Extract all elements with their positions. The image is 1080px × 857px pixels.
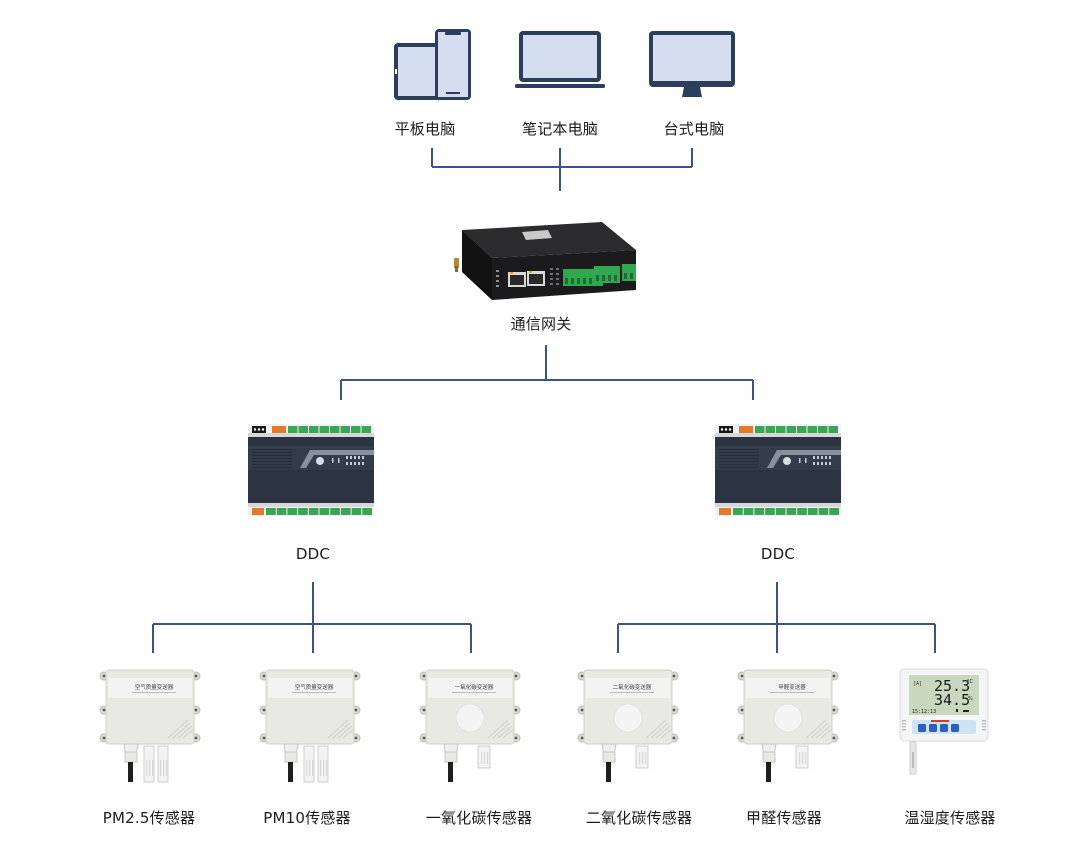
sensor-pm10-device: 空气质量变送器	[258, 668, 362, 784]
client-label-tablet: 平板电脑	[394, 120, 456, 138]
sensor-transmitter-image: 空气质量变送器	[99, 669, 201, 783]
th-temperature: 25.3	[934, 677, 970, 695]
sensor-hcho-device: 甲醛变送器	[736, 668, 840, 784]
sensor-co2-device: 二氧化碳变送器	[576, 668, 680, 784]
sensor-faceplate-text: 二氧化碳变送器	[613, 683, 652, 691]
thermo-hygrometer-image: [A] 25.3 °C 34.5 % 15:12:13	[899, 668, 989, 775]
th-time: 15:12:13	[912, 709, 936, 715]
sensor-faceplate-text: 空气质量变送器	[135, 683, 174, 691]
ddc-controller-image	[248, 424, 374, 516]
sensor-label-co2: 二氧化碳传感器	[585, 809, 693, 827]
svg-text:[A]: [A]	[913, 681, 922, 687]
ddc-left-device	[248, 424, 374, 516]
sensor-label-co: 一氧化碳传感器	[425, 809, 533, 827]
sensor-faceplate-text: 一氧化碳变送器	[455, 683, 494, 691]
sensor-label-hcho: 甲醛传感器	[745, 809, 823, 827]
sensor-faceplate-text: 甲醛变送器	[778, 683, 806, 691]
ethernet-ports	[508, 271, 545, 287]
th-humidity: 34.5	[934, 691, 970, 709]
gateway-device	[452, 220, 638, 304]
tablet-phone-icon	[394, 29, 471, 100]
desktop-monitor-icon	[649, 31, 735, 97]
gateway-image	[454, 222, 636, 300]
client-desktop	[648, 30, 736, 100]
ddc-right-label: DDC	[760, 545, 796, 563]
laptop-icon	[515, 31, 605, 88]
client-label-laptop: 笔记本电脑	[521, 120, 599, 138]
sensor-transmitter-image: 空气质量变送器	[259, 669, 361, 783]
gateway-label: 通信网关	[510, 315, 572, 333]
sensor-label-th: 温湿度传感器	[904, 809, 996, 827]
sensor-pm25-device: 空气质量变送器	[98, 668, 202, 784]
sensor-faceplate-text: 空气质量变送器	[295, 683, 334, 691]
sensor-th-device: [A] 25.3 °C 34.5 % 15:12:13	[898, 668, 990, 780]
sensor-label-pm25: PM2.5传感器	[102, 809, 196, 827]
sensor-co-device: 一氧化碳变送器	[418, 668, 522, 784]
ddc-controller-image	[715, 424, 841, 516]
sensor-label-pm10: PM10传感器	[263, 809, 351, 827]
client-tablet	[393, 28, 473, 102]
client-label-desktop: 台式电脑	[663, 120, 725, 138]
sensor-transmitter-image: 二氧化碳变送器	[577, 669, 679, 782]
th-temp-unit: °C	[967, 679, 974, 685]
terminal-blocks	[563, 264, 636, 286]
th-hum-unit: %	[968, 696, 973, 702]
client-laptop	[514, 30, 606, 90]
ddc-right-device	[715, 424, 841, 516]
ddc-left-label: DDC	[295, 545, 331, 563]
sensor-transmitter-image: 一氧化碳变送器	[419, 669, 521, 782]
sensor-transmitter-image: 甲醛变送器	[737, 669, 839, 782]
